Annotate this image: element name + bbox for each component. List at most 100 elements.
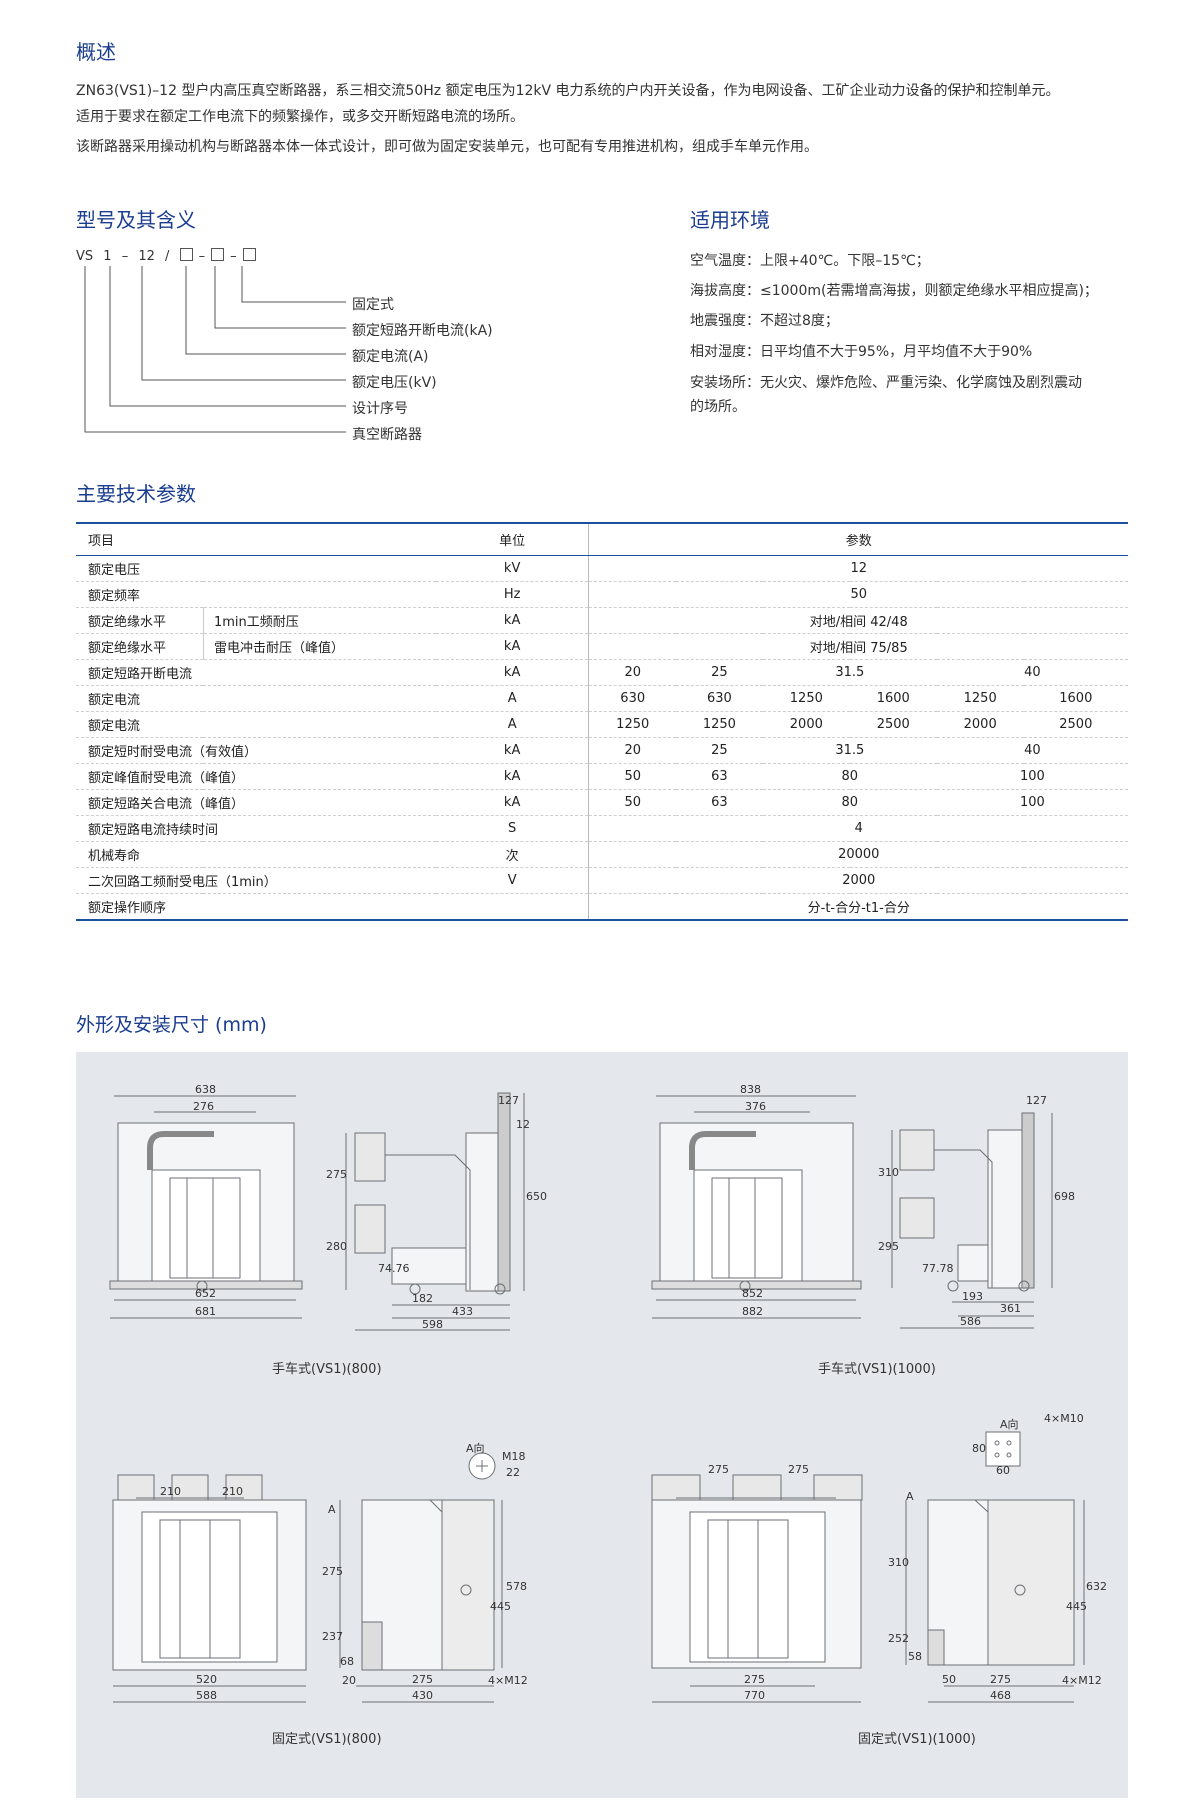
d3-view-m18: M18 bbox=[502, 1450, 526, 1463]
d3-side-445: 445 bbox=[490, 1600, 511, 1613]
d3-width-b: 210 bbox=[222, 1485, 243, 1498]
row-item: 额定绝缘水平 bbox=[76, 633, 204, 660]
row-cell: 1250 bbox=[762, 685, 850, 712]
row-cell: 25 bbox=[675, 737, 763, 764]
d2-side-7778: 77.78 bbox=[922, 1262, 954, 1275]
model-label-rated-voltage: 额定电压(kV) bbox=[352, 375, 437, 391]
env-line-3: 地震强度：不超过8度； bbox=[690, 313, 839, 329]
row-subitem: 雷电冲击耐压（峰值） bbox=[203, 633, 436, 660]
d1-width-bottom-2: 681 bbox=[195, 1305, 216, 1318]
d2-side-127: 127 bbox=[1026, 1094, 1047, 1107]
row-item: 额定峰值耐受电流（峰值） bbox=[76, 763, 436, 790]
table-row: 额定操作顺序 分-t-合分-t1-合分 bbox=[76, 893, 1128, 921]
row-subitem: 1min工频耐压 bbox=[203, 607, 436, 634]
row-unit: Hz bbox=[435, 581, 590, 608]
row-unit: kA bbox=[435, 659, 590, 686]
d1-side-280: 280 bbox=[326, 1240, 347, 1253]
drawing-4-side bbox=[905, 1431, 1085, 1703]
row-cell: 2000 bbox=[936, 711, 1024, 738]
model-code-vs: VS bbox=[76, 249, 94, 264]
d4-width-bottom-1: 275 bbox=[744, 1673, 765, 1686]
row-unit: A bbox=[435, 711, 590, 738]
d2-width-bottom-1: 852 bbox=[742, 1287, 763, 1300]
row-value: 12 bbox=[588, 555, 1128, 582]
env-line-5: 安装场所：无火灾、爆炸危险、严重污染、化学腐蚀及剧烈震动 bbox=[690, 375, 1082, 391]
d3-arrow-a: A bbox=[328, 1503, 336, 1516]
row-item: 额定操作顺序 bbox=[76, 893, 436, 921]
d2-width-inner: 376 bbox=[745, 1100, 766, 1113]
header-item: 项目 bbox=[76, 522, 436, 556]
d2-side-586: 586 bbox=[960, 1315, 981, 1328]
d1-side-598: 598 bbox=[422, 1318, 443, 1331]
d4-width-b: 275 bbox=[788, 1463, 809, 1476]
header-unit: 单位 bbox=[435, 522, 590, 556]
row-cell: 100 bbox=[936, 763, 1128, 790]
d3-width-a: 210 bbox=[160, 1485, 181, 1498]
d3-side-20: 20 bbox=[342, 1674, 356, 1687]
d3-side-237: 237 bbox=[322, 1630, 343, 1643]
d3-side-68: 68 bbox=[340, 1655, 354, 1668]
model-code-slash: / bbox=[165, 249, 170, 264]
d4-width-a: 275 bbox=[708, 1463, 729, 1476]
row-cell: 80 bbox=[762, 763, 937, 790]
d4-view-m10: 4×M10 bbox=[1044, 1412, 1084, 1425]
table-row: 额定短路关合电流（峰值） kA 50 63 80 100 bbox=[76, 789, 1128, 816]
row-cell: 2500 bbox=[849, 711, 937, 738]
table-row: 二次回路工频耐受电压（1min） V 2000 bbox=[76, 867, 1128, 894]
row-unit bbox=[435, 893, 590, 921]
d1-side-7476: 74.76 bbox=[378, 1262, 410, 1275]
row-value: 对地/相间 42/48 bbox=[588, 607, 1128, 634]
row-unit: kA bbox=[435, 763, 590, 790]
d2-side-361: 361 bbox=[1000, 1302, 1021, 1315]
row-item: 额定短时耐受电流（有效值） bbox=[76, 737, 436, 764]
drawing-2-front bbox=[651, 1095, 862, 1319]
row-item: 额定绝缘水平 bbox=[76, 607, 204, 634]
table-row: 额定绝缘水平 雷电冲击耐压（峰值） kA 对地/相间 75/85 bbox=[76, 633, 1128, 660]
row-cell: 2500 bbox=[1023, 711, 1128, 738]
model-title: 型号及其含义 bbox=[76, 208, 196, 232]
d2-side-295: 295 bbox=[878, 1240, 899, 1253]
row-unit: 次 bbox=[435, 841, 590, 868]
d4-bolt: 4×M12 bbox=[1062, 1674, 1102, 1687]
row-cell: 20 bbox=[588, 737, 676, 764]
table-row: 额定短路电流持续时间 S 4 bbox=[76, 815, 1128, 842]
caption-drawing-2: 手车式(VS1)(1000) bbox=[818, 1362, 936, 1377]
d4-side-58: 58 bbox=[908, 1650, 922, 1663]
row-unit: S bbox=[435, 815, 590, 842]
d2-side-193: 193 bbox=[962, 1290, 983, 1303]
row-cell: 630 bbox=[588, 685, 676, 712]
drawing-3-side bbox=[339, 1452, 503, 1703]
d4-side-310: 310 bbox=[888, 1556, 909, 1569]
d1-side-650: 650 bbox=[526, 1190, 547, 1203]
d4-width-bottom-2: 770 bbox=[744, 1689, 765, 1702]
row-item: 额定频率 bbox=[76, 581, 436, 608]
model-box-2 bbox=[211, 248, 225, 261]
d1-width-top: 638 bbox=[195, 1083, 216, 1096]
row-cell: 1600 bbox=[1023, 685, 1128, 712]
row-cell: 1250 bbox=[675, 711, 763, 738]
d4-side-252: 252 bbox=[888, 1632, 909, 1645]
d3-view-22: 22 bbox=[506, 1466, 520, 1479]
drawing-4-front bbox=[651, 1474, 863, 1703]
row-cell: 31.5 bbox=[762, 659, 937, 686]
d3-width-bottom-1: 520 bbox=[196, 1673, 217, 1686]
row-cell: 630 bbox=[675, 685, 763, 712]
caption-drawing-3: 固定式(VS1)(800) bbox=[272, 1732, 382, 1747]
d4-side-275: 275 bbox=[990, 1673, 1011, 1686]
row-cell: 2000 bbox=[762, 711, 850, 738]
d3-side-275: 275 bbox=[322, 1565, 343, 1578]
model-code-1: 1 bbox=[103, 249, 112, 264]
caption-drawing-1: 手车式(VS1)(800) bbox=[272, 1362, 382, 1377]
model-label-design-no: 设计序号 bbox=[352, 401, 408, 417]
row-item: 额定电流 bbox=[76, 685, 436, 712]
d1-side-275: 275 bbox=[326, 1168, 347, 1181]
row-cell: 63 bbox=[675, 763, 763, 790]
d4-side-632: 632 bbox=[1086, 1580, 1107, 1593]
table-row: 额定短路开断电流 kA 20 25 31.5 40 bbox=[76, 659, 1128, 686]
d4-view-80: 80 bbox=[972, 1442, 986, 1455]
row-cell: 1600 bbox=[849, 685, 937, 712]
row-cell: 1250 bbox=[936, 685, 1024, 712]
model-label-fixed: 固定式 bbox=[352, 297, 394, 313]
row-cell: 40 bbox=[936, 737, 1128, 764]
row-unit: A bbox=[435, 685, 590, 712]
